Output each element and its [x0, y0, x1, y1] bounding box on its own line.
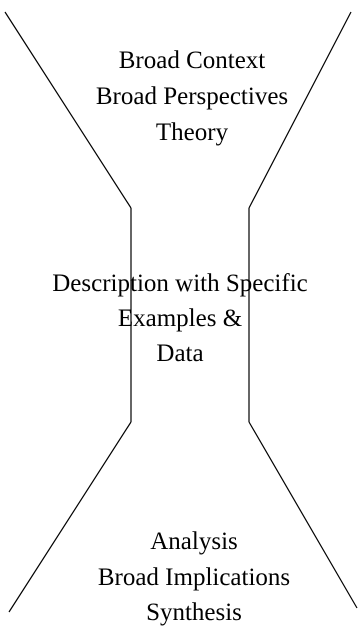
hourglass-outline — [4, 11, 358, 613]
top-section-text: Broad Context Broad Perspectives Theory — [96, 47, 288, 146]
right-top-diagonal — [248, 11, 352, 209]
top-line-2: Broad Perspectives — [96, 83, 288, 110]
bottom-line-1: Analysis — [150, 528, 238, 555]
middle-section-text: Description with Specific Examples & Dat… — [52, 270, 308, 367]
bottom-line-3: Synthesis — [146, 599, 242, 626]
left-bottom-diagonal — [8, 421, 132, 613]
left-top-diagonal — [4, 11, 132, 209]
bottom-line-2: Broad Implications — [98, 564, 290, 591]
top-line-1: Broad Context — [119, 47, 266, 74]
right-bottom-diagonal — [248, 421, 358, 609]
middle-line-3: Data — [156, 340, 203, 367]
bottom-section-text: Analysis Broad Implications Synthesis — [98, 528, 290, 626]
middle-line-2: Examples & — [118, 305, 242, 332]
top-line-3: Theory — [156, 119, 229, 146]
middle-line-1: Description with Specific — [52, 270, 308, 297]
